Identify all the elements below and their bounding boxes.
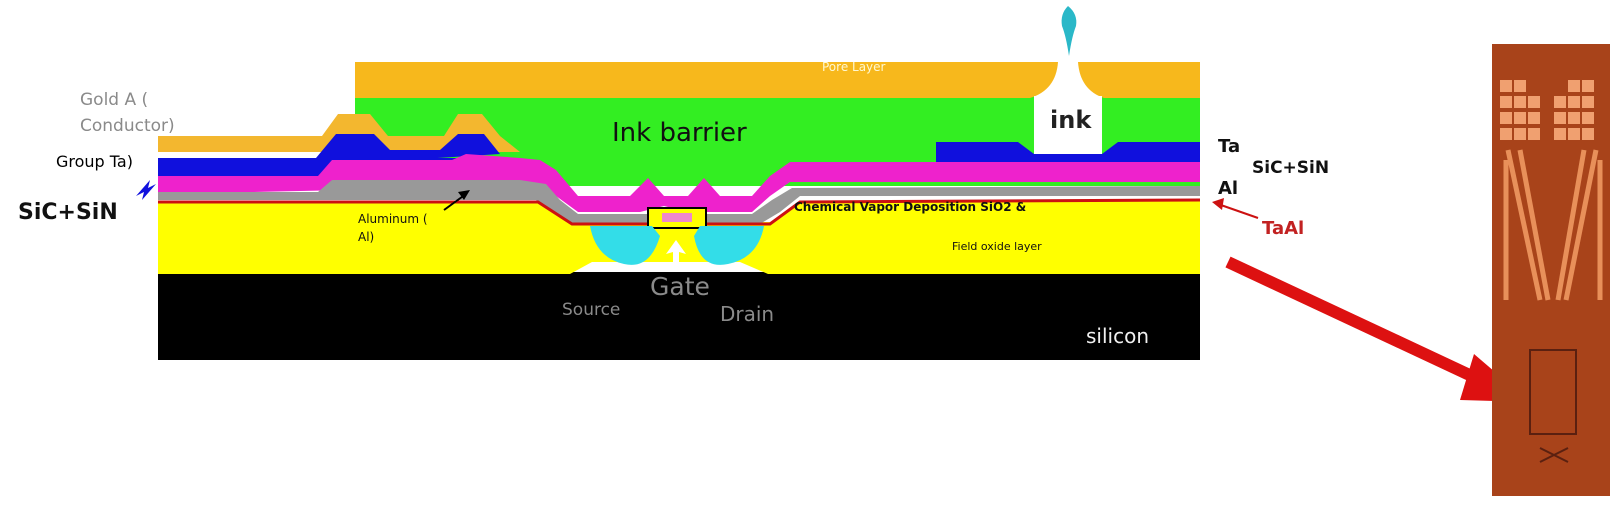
tantalum-layer-right [936, 142, 1200, 162]
ta-label: Ta [1218, 136, 1241, 157]
sic-sin-passivation-layer [158, 154, 1200, 212]
chip-bond-pad [1539, 447, 1569, 463]
pore-layer [355, 62, 1058, 98]
group-ta-label: Group Ta) [56, 152, 133, 171]
gold-conductor-layer [158, 114, 520, 152]
taal-pointer-arrow [1217, 203, 1259, 219]
gate-pointer-arrow [666, 240, 686, 262]
ink-chamber [1034, 96, 1102, 154]
conductor-label: Conductor) [80, 116, 175, 136]
gate-polysilicon [662, 213, 692, 222]
chip-heater-area [1529, 349, 1577, 435]
taal-arrow-head [1212, 198, 1224, 210]
chip-nozzle-array [1500, 80, 1594, 140]
pore-layer-label: Pore Layer [822, 60, 886, 74]
gold-a-label: Gold A ( [80, 90, 149, 110]
sic-sin-left-label: SiC+SiN [18, 200, 118, 225]
field-oxide-layer [158, 200, 1200, 274]
field-oxide-label: Field oxide layer [952, 240, 1042, 253]
taal-label: TaAl [1262, 218, 1305, 239]
silicon-label: silicon [1086, 324, 1149, 348]
sic-sin-pointer-icon [136, 180, 156, 200]
ink-label: ink [1050, 106, 1092, 134]
drain-region [694, 226, 764, 265]
aluminum-layer [158, 180, 1200, 224]
ink-droplet-icon [1061, 6, 1077, 56]
callout-arrow [1225, 256, 1479, 384]
printhead-chip-photo [1492, 44, 1610, 496]
source-region [590, 226, 660, 265]
silicon-substrate [158, 272, 1200, 360]
aluminum-arrow-head [458, 190, 470, 200]
gate-label: Gate [650, 272, 710, 301]
sic-sin-right-label: SiC+SiN [1252, 158, 1330, 178]
drain-label: Drain [720, 302, 775, 326]
al-label: Al [1218, 178, 1239, 199]
chip-traces [1503, 149, 1603, 301]
source-label: Source [562, 300, 621, 320]
pore-layer-right [1078, 62, 1200, 98]
aluminum-label-line2: Al) [358, 230, 375, 244]
aluminum-label-line1: Aluminum ( [358, 212, 428, 226]
cvd-label: Chemical Vapor Deposition SiO2 & [794, 200, 1027, 214]
ink-barrier-label: Ink barrier [612, 118, 747, 148]
